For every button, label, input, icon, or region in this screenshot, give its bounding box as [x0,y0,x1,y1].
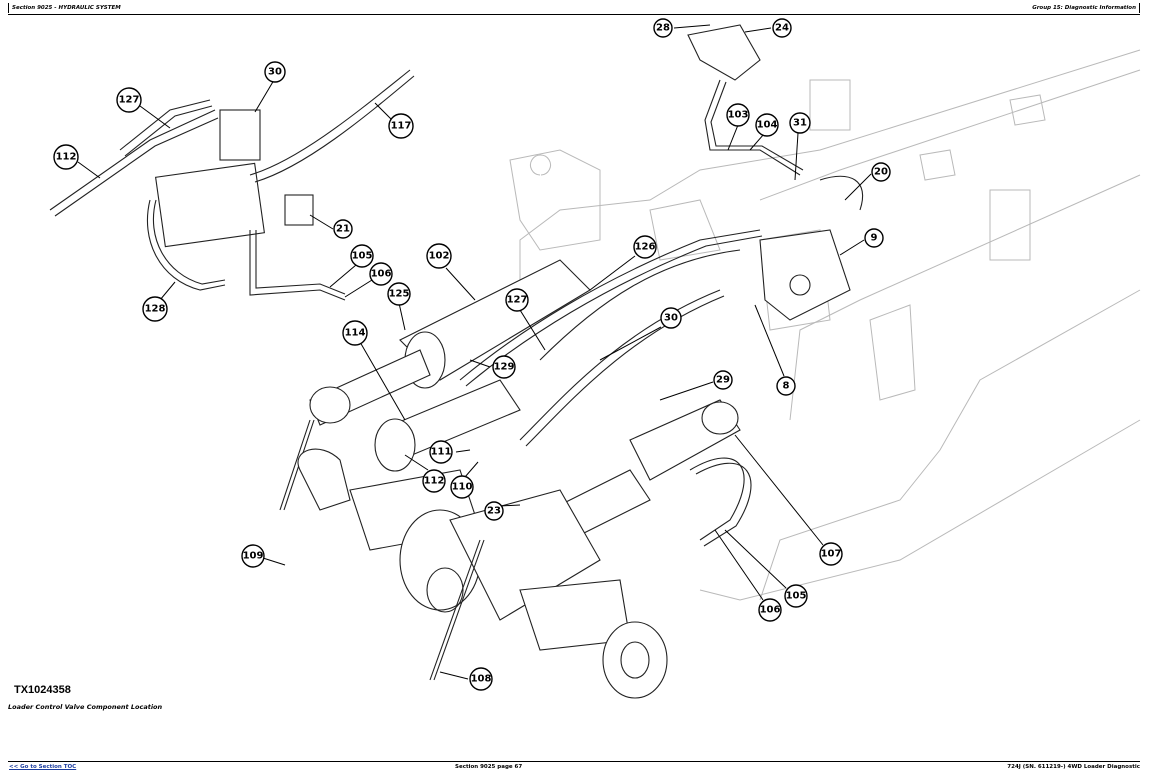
footer-divider [8,761,1140,762]
callout-129: 129 [492,355,516,379]
svg-text:125: 125 [389,289,410,300]
callout-29: 29 [713,370,733,390]
svg-text:30: 30 [268,67,282,78]
svg-text:104: 104 [757,120,778,131]
svg-text:109: 109 [243,551,264,562]
svg-text:107: 107 [821,549,842,560]
lift-cylinders [309,259,741,551]
go-to-section-toc-link[interactable]: << Go to Section TOC [9,764,77,770]
svg-text:105: 105 [352,251,373,262]
callout-31: 31 [789,112,811,134]
svg-text:126: 126 [635,242,656,253]
svg-text:8: 8 [783,381,790,392]
callout-127b: 127 [505,288,529,312]
svg-text:129: 129 [494,362,515,373]
svg-text:9: 9 [871,233,878,244]
callout-30b: 30 [660,307,682,329]
svg-text:112: 112 [56,152,77,163]
svg-text:112: 112 [424,476,445,487]
callout-117: 117 [388,113,414,139]
callout-128: 128 [142,296,168,322]
svg-text:128: 128 [145,304,166,315]
svg-text:114: 114 [345,328,366,339]
callout-125: 125 [387,282,411,306]
callout-127: 127 [116,87,142,113]
svg-text:28: 28 [656,23,670,34]
svg-text:23: 23 [487,506,501,517]
callout-21: 21 [333,219,353,239]
callout-24: 24 [772,18,792,38]
callout-20: 20 [871,162,891,182]
callout-107: 107 [819,542,843,566]
callout-8: 8 [776,376,796,396]
svg-text:108: 108 [471,674,492,685]
callout-111: 111 [429,440,453,464]
main-control-valve [759,175,864,321]
callout-104: 104 [755,113,779,137]
manual-title: 724J (SN. 611219-) 4WD Loader Diagnostic [1007,764,1140,770]
callout-105: 105 [350,244,374,268]
loader-control-valve-diagram: 28 24 30 127 117 112 103 104 31 20 21 9 … [49,18,1141,699]
callout-28: 28 [653,18,673,38]
svg-text:105: 105 [786,591,807,602]
callout-114: 114 [342,320,368,346]
figure-caption: Loader Control Valve Component Location [8,703,163,711]
callout-103: 103 [726,103,750,127]
svg-text:102: 102 [429,251,450,262]
callout-30: 30 [264,61,286,83]
callout-105b: 105 [784,584,808,608]
section-header: Section 9025 - HYDRAULIC SYSTEM [8,3,121,13]
svg-text:21: 21 [336,224,350,235]
svg-text:127: 127 [119,95,140,106]
figure-id: TX1024358 [14,684,71,696]
callout-112b: 112 [422,469,446,493]
callout-126: 126 [633,235,657,259]
loader-frame-outline [509,49,1141,601]
svg-text:103: 103 [728,110,749,121]
svg-text:20: 20 [874,167,888,178]
axle-assembly [297,448,668,699]
svg-text:117: 117 [391,121,412,132]
group-header: Group 15: Diagnostic Information [1032,3,1140,13]
svg-text:31: 31 [793,118,807,129]
page-number: Section 9025 page 67 [455,764,523,770]
svg-text:106: 106 [760,605,781,616]
svg-text:29: 29 [716,375,730,386]
callout-108: 108 [469,667,493,691]
callout-112: 112 [53,144,79,170]
callout-109: 109 [241,544,265,568]
callout-23: 23 [484,501,504,521]
callout-110: 110 [450,475,474,499]
svg-text:106: 106 [371,269,392,280]
joystick-assembly [687,24,804,176]
control-valve-assembly [49,69,415,301]
leader-lines [77,24,872,680]
callout-106b: 106 [758,598,782,622]
svg-text:24: 24 [775,23,789,34]
callout-106: 106 [369,262,393,286]
svg-text:127: 127 [507,295,528,306]
svg-text:110: 110 [452,482,473,493]
svg-text:30: 30 [664,313,678,324]
callout-102: 102 [426,243,452,269]
svg-text:111: 111 [431,447,452,458]
header-divider [8,14,1140,15]
callout-9: 9 [864,228,884,248]
hydraulic-hoses [279,229,763,547]
